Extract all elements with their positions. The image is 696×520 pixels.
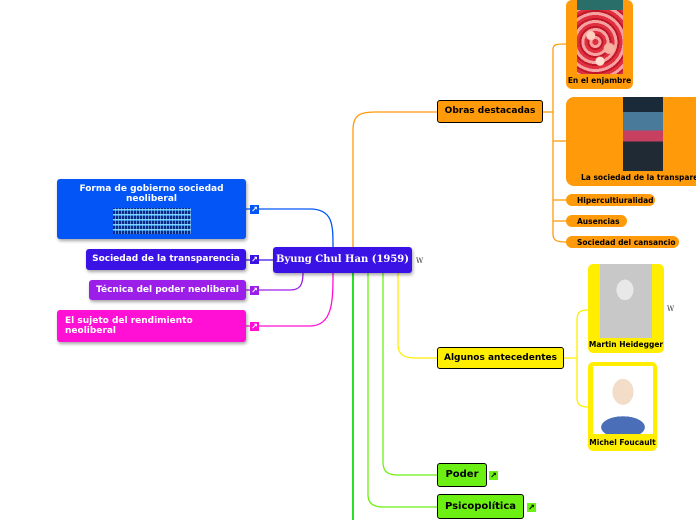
node-sujeto-rendimiento[interactable]: El sujeto del rendimiento neoliberal [57, 310, 246, 342]
node-tecnica-poder[interactable]: Técnica del poder neoliberal [89, 280, 246, 300]
book-title: La sociedad de la transparencia [581, 173, 696, 183]
wikipedia-icon[interactable]: W [667, 305, 675, 313]
node-forma-gobierno-label: Forma de gobierno sociedad neoliberal [79, 184, 224, 205]
link-icon[interactable]: ↗ [250, 322, 259, 331]
root-topic[interactable]: Byung Chul Han (1959) [273, 247, 412, 273]
portrait-image [592, 366, 653, 435]
person-name: Martin Heidegger [588, 340, 664, 350]
book-en-el-enjambre[interactable]: En el enjambre [566, 0, 633, 89]
link-icon[interactable]: ↗ [527, 503, 536, 512]
person-heidegger[interactable]: Martin Heidegger [588, 264, 664, 353]
node-poder[interactable]: Poder [437, 463, 487, 487]
book-cover-image [576, 0, 623, 75]
node-sociedad-transparencia[interactable]: Sociedad de la transparencia [86, 249, 246, 270]
link-icon[interactable]: ↗ [250, 205, 259, 214]
link-icon[interactable]: ↗ [250, 286, 259, 295]
node-psicopolitica[interactable]: Psicopolítica [437, 494, 524, 519]
book-sociedad-transparencia[interactable]: La sociedad de la transparencia [566, 97, 696, 186]
book-hiperculturalidad[interactable]: Hipercultiuralidad [566, 194, 655, 206]
node-obras-destacadas[interactable]: Obras destacadas [437, 100, 543, 123]
wikipedia-icon[interactable]: W [416, 257, 424, 265]
book-cover-image [623, 97, 663, 172]
node-algunos-antecedentes[interactable]: Algunos antecedentes [437, 347, 564, 369]
book-ausencias[interactable]: Ausencias [566, 215, 627, 227]
book-sociedad-cansancio[interactable]: Sociedad del cansancio [566, 236, 679, 248]
book-title: En el enjambre [567, 76, 632, 86]
binary-code-image [112, 207, 191, 234]
node-forma-gobierno[interactable]: Forma de gobierno sociedad neoliberal [57, 179, 246, 239]
link-icon[interactable]: ↗ [250, 255, 259, 264]
link-icon[interactable]: ↗ [489, 471, 498, 480]
person-name: Michel Foucault [589, 438, 656, 448]
node-sujeto-rendimiento-label: El sujeto del rendimiento neoliberal [65, 315, 193, 336]
portrait-image [600, 264, 652, 339]
person-foucault[interactable]: Michel Foucault [588, 362, 657, 451]
